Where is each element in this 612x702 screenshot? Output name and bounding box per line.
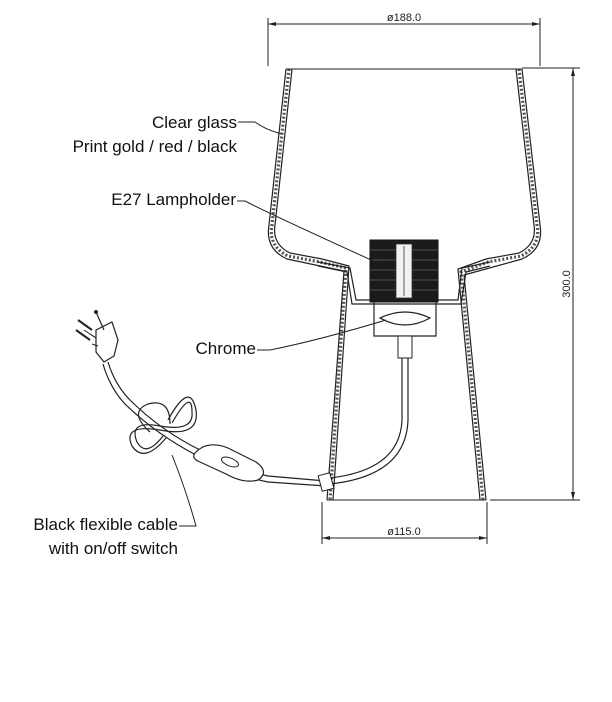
chrome-cable-gland bbox=[397, 335, 413, 359]
glass-right-wall-hatch bbox=[459, 68, 540, 501]
internal-cable bbox=[329, 358, 409, 485]
base-diameter-dimension: ø115.0 bbox=[321, 502, 488, 544]
top-dim-arrow-left bbox=[268, 22, 276, 26]
euro-plug bbox=[75, 310, 119, 363]
cable-leader bbox=[171, 454, 197, 527]
glass-left-wall-inner bbox=[273, 68, 350, 501]
glass-left-wall-outer bbox=[267, 68, 345, 501]
external-cable bbox=[75, 310, 335, 492]
lampholder-label: E27 Lampholder bbox=[111, 190, 236, 209]
clear-glass-leader bbox=[238, 121, 283, 135]
height-dim-arrow-top bbox=[571, 68, 575, 76]
cable-grommet bbox=[317, 472, 335, 492]
callouts: Clear glass Print gold / red / black E27… bbox=[33, 113, 387, 558]
chrome-cup bbox=[373, 302, 437, 359]
glass-right-wall-inner bbox=[457, 68, 536, 501]
top-dim-arrow-right bbox=[532, 22, 540, 26]
glass-body bbox=[267, 68, 542, 501]
height-dimension: 300.0 bbox=[490, 67, 580, 501]
on-off-switch bbox=[193, 444, 265, 482]
top-diameter-label: ø188.0 bbox=[387, 12, 421, 24]
print-colors-label: Print gold / red / black bbox=[73, 137, 238, 156]
plug-pin-top bbox=[77, 319, 93, 331]
switch-button bbox=[221, 456, 239, 468]
height-label: 300.0 bbox=[561, 270, 573, 298]
plug-pin-bottom bbox=[75, 329, 91, 341]
internal-cable-b bbox=[329, 358, 409, 485]
glass-left-wall-hatch bbox=[269, 68, 348, 501]
chrome-cup-outline bbox=[373, 302, 437, 337]
plug-body bbox=[95, 321, 119, 363]
chrome-label: Chrome bbox=[196, 339, 256, 358]
top-diameter-dimension: ø188.0 bbox=[267, 12, 541, 66]
height-dim-arrow-bottom bbox=[571, 492, 575, 500]
base-dim-arrow-left bbox=[322, 536, 330, 540]
bracket-inner bbox=[317, 265, 491, 305]
lampholder-leader bbox=[237, 200, 381, 265]
e27-lampholder bbox=[369, 239, 439, 303]
internal-cable-a bbox=[329, 358, 403, 479]
glass-right-wall-outer bbox=[463, 68, 542, 501]
chrome-leader bbox=[257, 319, 387, 351]
chrome-cup-inner bbox=[378, 311, 432, 326]
cable-knot bbox=[129, 396, 197, 454]
clear-glass-label: Clear glass bbox=[152, 113, 237, 132]
cable-label-line1: Black flexible cable bbox=[33, 515, 178, 534]
cable-label-line2: with on/off switch bbox=[48, 539, 178, 558]
base-diameter-label: ø115.0 bbox=[387, 526, 420, 538]
base-dim-arrow-right bbox=[479, 536, 487, 540]
